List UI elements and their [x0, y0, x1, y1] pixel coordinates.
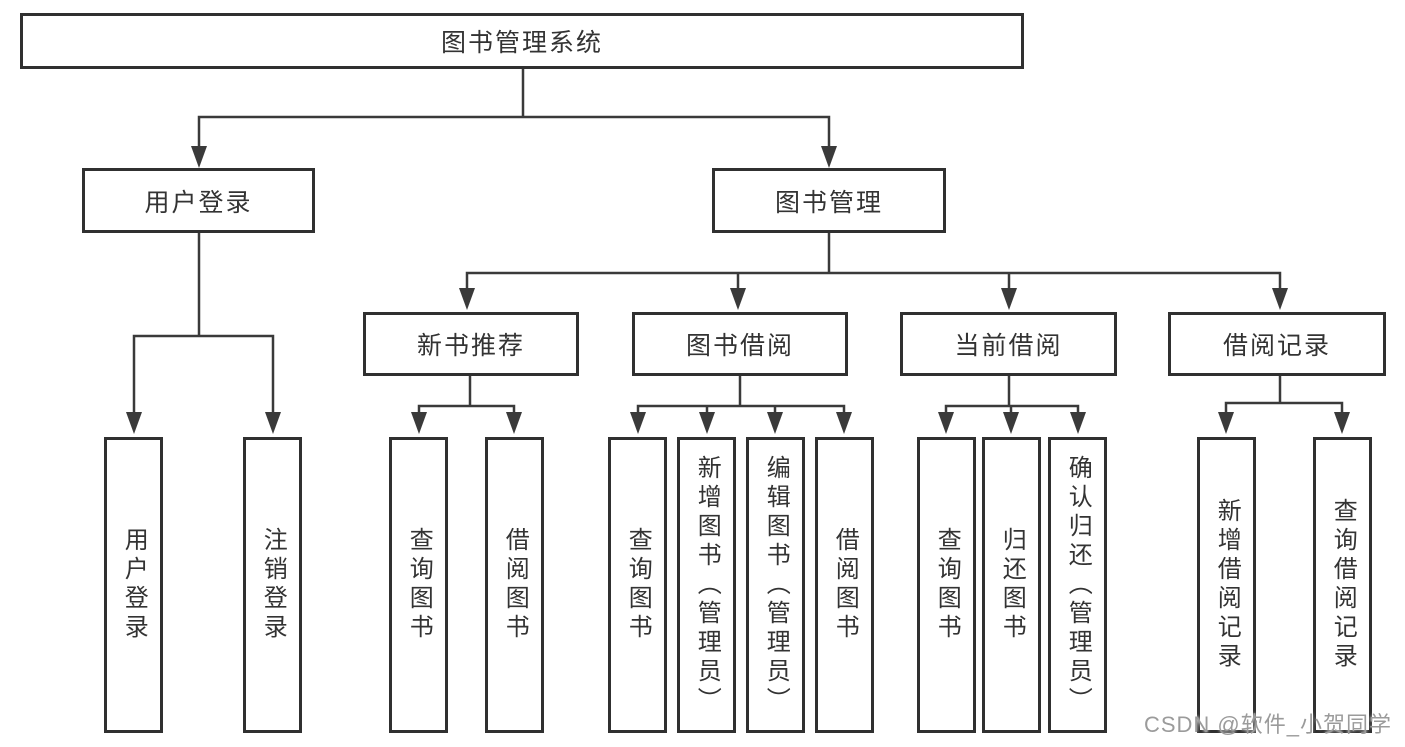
leaf-query-books-current: 查询图书: [917, 437, 976, 733]
arrow-down-icon: [836, 412, 852, 434]
node-label: 编辑图书（管理员）: [762, 454, 790, 716]
node-book-management-module: 图书管理: [712, 168, 946, 233]
leaf-borrow-books: 借阅图书: [815, 437, 874, 733]
arrow-down-icon: [1218, 412, 1234, 434]
node-label: 查询借阅记录: [1329, 498, 1357, 672]
node-label: 图书借阅: [685, 332, 794, 360]
node-borrowing-records: 借阅记录: [1168, 312, 1386, 376]
node-current-borrowing: 当前借阅: [900, 312, 1117, 376]
arrow-down-icon: [767, 412, 783, 434]
leaf-add-borrow-record: 新增借阅记录: [1197, 437, 1256, 733]
csdn-watermark: CSDN @软件_小贺同学: [1143, 712, 1392, 737]
node-label: 新增借阅记录: [1213, 498, 1241, 672]
node-label: 借阅图书: [831, 527, 859, 643]
node-label: 图书管理: [774, 188, 883, 217]
node-user-login-module: 用户登录: [82, 168, 315, 233]
connector: [417, 404, 516, 413]
connector: [132, 334, 275, 413]
node-label: 图书管理系统: [440, 29, 603, 57]
arrow-down-icon: [730, 288, 746, 310]
node-label: 确认归还（管理员）: [1064, 454, 1092, 716]
arrow-down-icon: [1334, 412, 1350, 434]
node-label: 新增图书（管理员）: [693, 454, 721, 716]
leaf-borrow-books-recommend: 借阅图书: [485, 437, 544, 733]
connector: [465, 271, 1282, 291]
connector: [197, 115, 831, 147]
node-label: 新书推荐: [416, 332, 525, 360]
node-library-management-system: 图书管理系统: [20, 13, 1024, 69]
connector: [944, 404, 1080, 413]
connector: [636, 404, 846, 413]
connector: [1224, 401, 1344, 413]
arrow-down-icon: [126, 412, 142, 434]
arrow-down-icon: [411, 412, 427, 434]
arrow-down-icon: [191, 146, 207, 168]
node-label: 查询图书: [624, 527, 652, 643]
leaf-query-books-recommend: 查询图书: [389, 437, 448, 733]
leaf-logout: 注销登录: [243, 437, 302, 733]
leaf-user-login: 用户登录: [104, 437, 163, 733]
arrow-down-icon: [699, 412, 715, 434]
node-label: 借阅记录: [1222, 332, 1331, 360]
node-label: 用户登录: [144, 188, 253, 217]
arrow-down-icon: [1070, 412, 1086, 434]
leaf-confirm-return-admin: 确认归还（管理员）: [1048, 437, 1107, 733]
node-label: 用户登录: [120, 527, 148, 643]
leaf-query-borrow-record: 查询借阅记录: [1313, 437, 1372, 733]
node-new-book-recommendation: 新书推荐: [363, 312, 579, 376]
node-label: 归还图书: [998, 527, 1026, 643]
arrow-down-icon: [1001, 288, 1017, 310]
arrow-down-icon: [1272, 288, 1288, 310]
arrow-down-icon: [506, 412, 522, 434]
arrow-down-icon: [1003, 412, 1019, 434]
node-book-borrowing: 图书借阅: [632, 312, 848, 376]
arrow-down-icon: [265, 412, 281, 434]
leaf-add-books-admin: 新增图书（管理员）: [677, 437, 736, 733]
leaf-return-books: 归还图书: [982, 437, 1041, 733]
arrow-down-icon: [630, 412, 646, 434]
leaf-edit-books-admin: 编辑图书（管理员）: [746, 437, 805, 733]
arrow-down-icon: [459, 288, 475, 310]
arrow-down-icon: [938, 412, 954, 434]
node-label: 借阅图书: [501, 527, 529, 643]
arrow-down-icon: [821, 146, 837, 168]
node-label: 当前借阅: [954, 332, 1063, 360]
node-label: 查询图书: [933, 527, 961, 643]
node-label: 查询图书: [405, 527, 433, 643]
leaf-query-books-borrowing: 查询图书: [608, 437, 667, 733]
node-label: 注销登录: [259, 527, 287, 643]
